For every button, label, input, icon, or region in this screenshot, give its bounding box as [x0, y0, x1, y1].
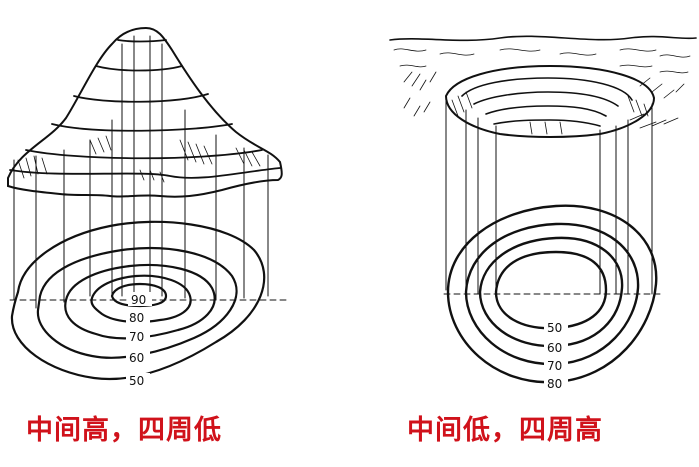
hill-hatching [17, 135, 261, 183]
basin-label-80: 80 [547, 377, 562, 391]
hill-contour-80 [90, 274, 192, 324]
basin-label-60: 60 [547, 341, 562, 355]
hill-silhouette [7, 26, 283, 198]
basin-label-70: 70 [547, 359, 562, 373]
hill-label-70: 70 [129, 330, 144, 344]
basin-contour-map [446, 204, 658, 384]
hill-contour-labels: 90 80 70 60 50 [126, 292, 152, 388]
basin-label-50: 50 [547, 321, 562, 335]
basin-ground-texture [393, 48, 691, 129]
basin-contour-50 [494, 250, 608, 330]
basin-caption: 中间低，四周高 [407, 415, 603, 446]
hill-surface-bands [9, 39, 281, 179]
basin-wall-hatching [451, 91, 649, 135]
basin-rim [444, 64, 656, 138]
hill-contour-60 [36, 247, 238, 359]
hill-label-80: 80 [129, 311, 144, 325]
hill-label-90: 90 [131, 293, 146, 307]
basin-contour-80 [446, 204, 658, 384]
basin-illustration [389, 35, 697, 384]
basin-contour-70 [464, 222, 640, 366]
hill-contour-map [10, 220, 266, 381]
hill-caption: 中间高，四周低 [26, 415, 222, 446]
hill-contour-70 [64, 263, 216, 340]
hill-label-60: 60 [129, 351, 144, 365]
basin-wall-bands [461, 77, 633, 127]
basin-contour-labels: 50 60 70 80 [544, 320, 568, 391]
basin-contour-60 [478, 236, 624, 348]
hill-label-50: 50 [129, 374, 144, 388]
hill-illustration [7, 26, 287, 381]
basin-ground-line [389, 35, 697, 42]
hill-contour-50 [10, 220, 266, 381]
basin-projection-lines [445, 99, 653, 295]
